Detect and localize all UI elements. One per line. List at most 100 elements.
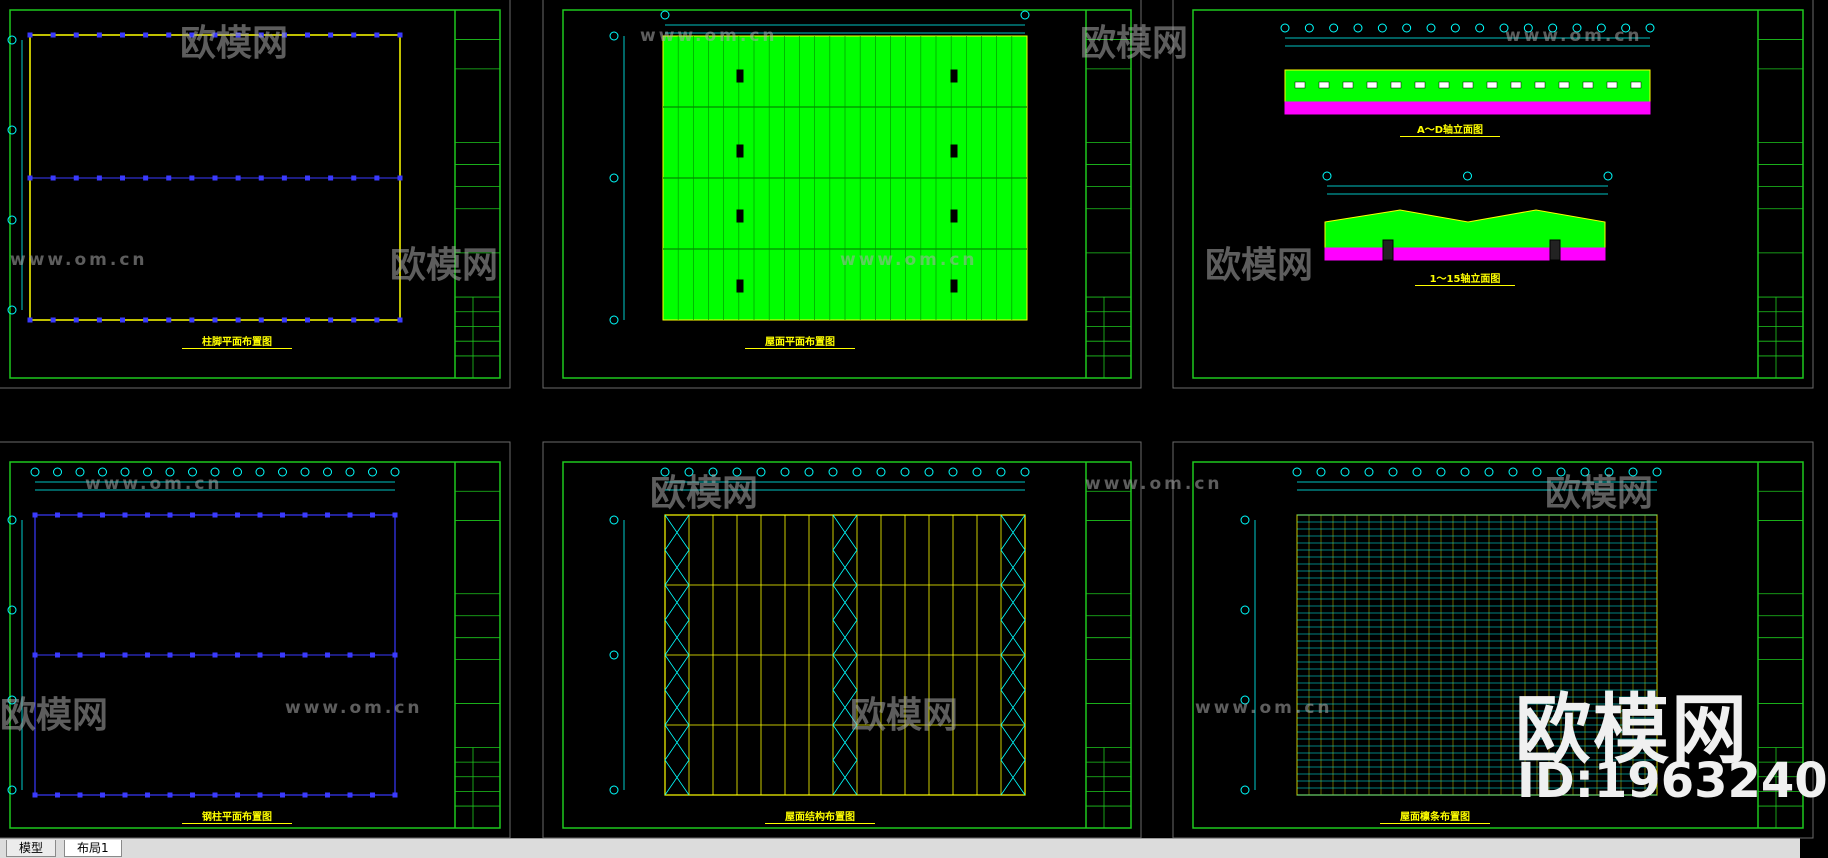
axis-bubble — [609, 515, 619, 525]
steel-column — [77, 792, 83, 798]
axis-bubble — [972, 467, 982, 477]
column-base — [50, 32, 56, 38]
axis-bubble — [1364, 467, 1374, 477]
axis-bubble — [210, 467, 220, 477]
column-base — [96, 32, 102, 38]
steel-column — [235, 512, 240, 518]
tab-model[interactable]: 模型 — [6, 840, 57, 857]
column-base — [351, 32, 357, 38]
axis-bubble — [996, 467, 1006, 477]
window-marker — [1486, 81, 1498, 89]
window-marker — [1414, 81, 1426, 89]
axis-bubble — [1596, 23, 1606, 33]
axis-bubble — [53, 467, 62, 477]
axis-bubble — [1240, 695, 1250, 705]
axis-bubble — [1508, 467, 1518, 477]
axis-bubble — [390, 467, 400, 477]
steel-column — [145, 512, 150, 518]
column-base — [281, 317, 287, 323]
steel-column — [145, 652, 150, 658]
axis-bubble — [708, 467, 718, 477]
sheet-frame — [9, 9, 501, 379]
bracing-line — [1000, 689, 1026, 726]
axis-bubble — [7, 695, 17, 705]
steel-column — [392, 512, 398, 518]
axis-bubble — [278, 467, 287, 477]
column-base — [212, 317, 218, 323]
axis-bubble — [7, 35, 17, 45]
steel-column — [167, 792, 173, 798]
steel-column — [325, 652, 330, 658]
sheet-title: 1～15轴立面图 — [1415, 270, 1515, 286]
column-base — [351, 317, 357, 323]
axis-bubble — [1532, 467, 1542, 477]
column-base — [351, 175, 357, 181]
axis-bubble — [1020, 467, 1030, 477]
bracing-line — [1000, 549, 1026, 586]
bracing-line — [832, 724, 858, 761]
sheet-border — [0, 441, 511, 839]
steel-column — [122, 792, 128, 798]
axis-bubble — [1240, 605, 1250, 615]
column-base — [143, 317, 149, 323]
steel-column — [257, 792, 263, 798]
steel-column — [347, 512, 353, 518]
column-base — [96, 175, 102, 181]
steel-column — [32, 512, 38, 518]
axis-bubble — [7, 215, 17, 225]
steel-column — [77, 652, 83, 658]
steel-column — [122, 512, 128, 518]
column-base — [189, 317, 195, 323]
model-id-label: ID:1963240 — [1517, 753, 1828, 809]
sheet-border — [542, 441, 1142, 839]
axis-bubble — [609, 315, 619, 325]
sheet-frame — [562, 9, 1132, 379]
steel-column — [280, 652, 285, 658]
axis-bubble — [7, 605, 17, 615]
steel-column — [32, 652, 38, 658]
axis-bubble — [948, 467, 958, 477]
steel-column — [325, 792, 330, 798]
window-marker — [1630, 81, 1642, 89]
column-base — [166, 317, 172, 323]
door-marker — [1549, 239, 1561, 261]
column-base — [73, 317, 79, 323]
axis-bubble — [1316, 467, 1326, 477]
steel-column — [122, 652, 128, 658]
axis-bubble — [1426, 23, 1436, 33]
steel-column — [280, 512, 285, 518]
steel-column — [302, 652, 308, 658]
column-base — [73, 175, 79, 181]
axis-bubble — [1329, 23, 1339, 33]
axis-bubble — [1499, 23, 1509, 33]
axis-bubble — [1475, 23, 1485, 33]
column-base — [281, 32, 287, 38]
bracing-line — [1000, 619, 1026, 656]
axis-bubble — [876, 467, 886, 477]
axis-bubble — [98, 467, 107, 477]
column-base — [374, 175, 380, 181]
steel-column — [55, 792, 60, 798]
layout-tab-bar: 模型 布局1 — [0, 838, 1800, 858]
steel-column — [257, 512, 263, 518]
axis-bubble — [732, 467, 742, 477]
window-marker — [1342, 81, 1354, 89]
axis-bubble — [1523, 23, 1533, 33]
column-base — [235, 32, 241, 38]
tab-layout1[interactable]: 布局1 — [64, 840, 122, 857]
bracing-line — [1000, 724, 1026, 761]
steel-column — [370, 792, 375, 798]
column-base — [166, 175, 172, 181]
bracing-line — [832, 514, 858, 551]
axis-bubble — [188, 467, 197, 477]
steel-column — [77, 512, 83, 518]
elevation-plinth — [1284, 101, 1651, 115]
column-base — [328, 175, 334, 181]
axis-bubble — [30, 467, 40, 477]
column-base — [281, 175, 287, 181]
steel-column — [302, 792, 308, 798]
column-base — [50, 317, 56, 323]
cad-model-space[interactable]: 欧模网 欧模网 欧模网 欧模网 欧模网 欧模网 欧模网 欧模网 www.om.c… — [0, 0, 1828, 839]
window-marker — [1558, 81, 1570, 89]
column-base — [305, 317, 310, 323]
